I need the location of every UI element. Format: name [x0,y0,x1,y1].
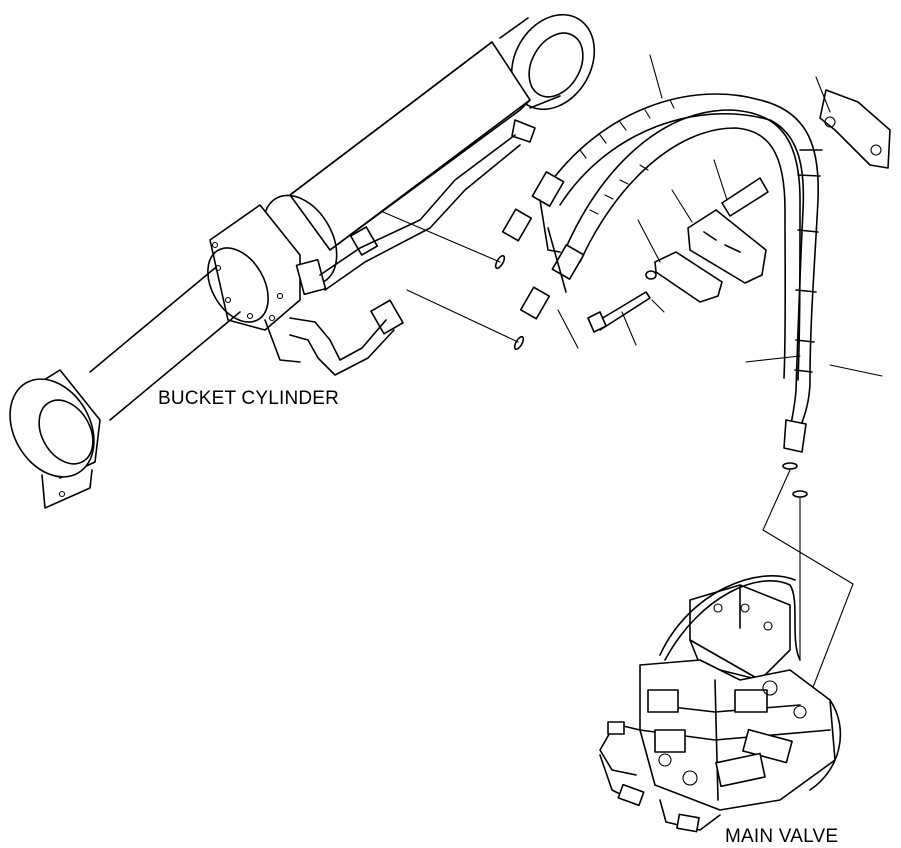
hose-assemblies [501,93,823,453]
cylinder-fittings [295,134,521,335]
hose-fitting-valve [783,419,807,453]
cylinder-head-flange [207,204,301,363]
leader-lines [382,54,883,696]
hose-upper [544,93,820,429]
washer [645,270,657,280]
clamp-pin [721,177,769,217]
clamp-plate [654,251,723,303]
bolt [587,291,651,333]
main-valve [599,575,842,833]
cylinder-elbow-pipe [289,317,395,376]
hose-lower [564,109,801,381]
clamp-half [687,209,767,284]
bucket-cylinder-label: BUCKET CYLINDER [158,388,340,409]
main-valve-label: MAIN VALVE [725,826,839,847]
bucket-cylinder [9,13,596,509]
cylinder-rod-eye [9,369,101,509]
cylinder-rod [89,267,241,421]
o-rings [494,254,808,498]
clamp-block [819,89,891,169]
cylinder-rear-eye [499,13,596,111]
hose-fittings-cylinder [501,171,585,320]
cylinder-tube [262,41,536,286]
